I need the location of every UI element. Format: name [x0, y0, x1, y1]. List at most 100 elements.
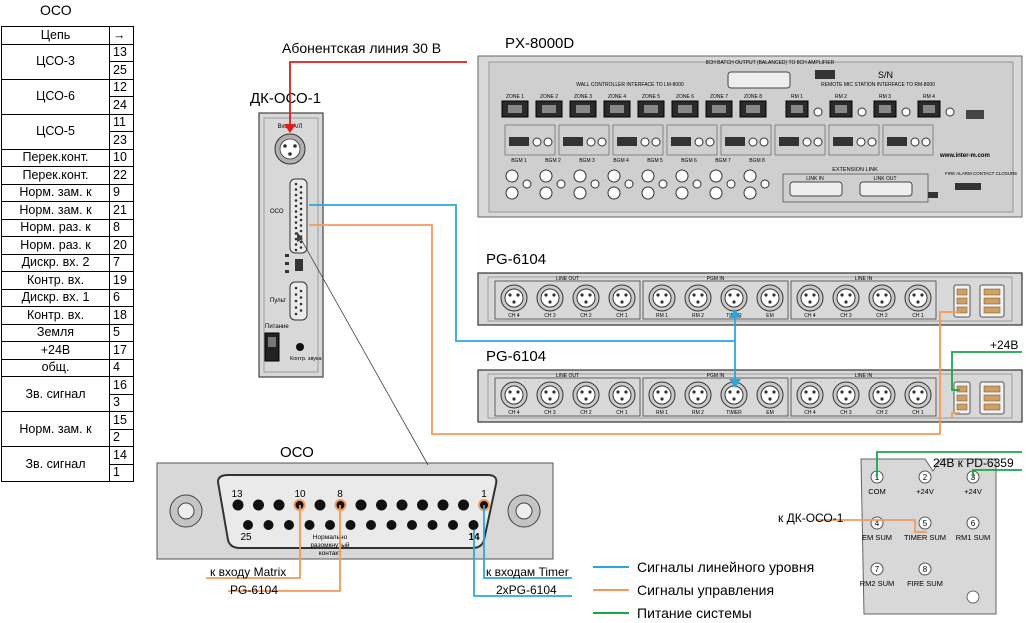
db25-pin: [325, 520, 335, 530]
px-zone-label: ZONE 8: [744, 94, 762, 100]
pg-channel-label: CH 2: [876, 410, 888, 416]
px-zone-label: ZONE 6: [676, 94, 694, 100]
px-output-terminal: [887, 137, 907, 146]
table-cell-pin: 22: [109, 166, 134, 185]
control-wire-pg: [309, 224, 960, 435]
dk-oco-1-device: Вход А/Л ОСО Пульт Питание Контр. звука: [258, 112, 324, 378]
px-power-terminal: [815, 70, 835, 79]
px-bgm-label: BGM 4: [613, 158, 629, 164]
pg-channel-label: CH 4: [508, 313, 520, 319]
px-bgm-label: BGM 2: [545, 158, 561, 164]
pg-channel-label: CH 3: [840, 313, 852, 319]
subscriber-line-arrow: [284, 124, 296, 133]
terminal-screw: [918, 562, 932, 576]
px-rm-label: RM 2: [835, 94, 847, 100]
db25-pin: [376, 499, 387, 511]
table-row: Контр. вх.18: [1, 306, 134, 325]
dk-power-label: Питание: [265, 324, 289, 330]
table-header-row: Цепь→: [1, 26, 134, 45]
to-timer-label: к входам Timer: [486, 565, 569, 579]
px-bgm-jack: [539, 169, 553, 183]
px-website: www.inter-m.com: [939, 153, 990, 159]
px-rm-level-knob: [857, 107, 867, 117]
terminal-mount-hole: [966, 590, 980, 604]
terminal-screw: [918, 516, 932, 530]
control-wire-pg-bottom: [951, 412, 960, 418]
power-wire-24v: [972, 469, 1022, 478]
px-bgm-jack: [675, 169, 689, 183]
table-cell-pin: 19: [109, 271, 134, 290]
pg-channel-label: CH 2: [580, 313, 592, 319]
line-level-wire-dk: [309, 204, 735, 342]
px-extension-link-label: EXTENSION LINK: [832, 167, 878, 173]
terminal-label: FIRE SUM: [907, 579, 943, 588]
terminal-number: 4: [875, 519, 880, 528]
pg-group-label: LINE IN: [855, 373, 873, 379]
pd6359-link-label: 24В к PD-6359: [933, 456, 1014, 470]
legend-label: Сигналы линейного уровня: [637, 559, 814, 575]
px-mode-switch: [928, 192, 938, 198]
subscriber-line-wire: [289, 61, 467, 130]
dk-oco-1-title: ДК-ОСО-1: [250, 90, 321, 107]
oco-connector-title: ОСО: [280, 444, 314, 461]
power-wire-com: [876, 451, 1022, 478]
pg-channel-label: CH 4: [508, 410, 520, 416]
db25-pin: [273, 499, 285, 511]
terminal-label: COM: [868, 487, 886, 496]
px-output-terminal: [833, 137, 853, 146]
db25-pin: [304, 520, 315, 530]
db25-pin: [366, 520, 376, 530]
px-rm-label: RM 3: [879, 94, 891, 100]
db25-pin: [448, 520, 458, 530]
px-link-in-label: LINK IN: [806, 176, 824, 182]
px-output-terminal: [671, 137, 691, 146]
px-bgm-jack: [709, 169, 723, 183]
pg-group-label: LINE IN: [855, 276, 873, 282]
to-matrix-label: к входу Matrix: [210, 565, 286, 579]
table-row: 23: [2, 131, 134, 150]
db25-shell: [216, 474, 498, 549]
table-cell-pin: 21: [109, 201, 134, 220]
timer-wire-2: [473, 530, 572, 597]
pg-channel-label: RM 1: [656, 313, 668, 319]
dk-oco-connector: [289, 178, 308, 254]
table-row: 25: [2, 61, 134, 80]
control-wire-terminal: [816, 519, 927, 533]
db25-pin: [437, 499, 449, 511]
table-cell-circuit: Норм. раз. к: [1, 236, 110, 255]
px-zone-label: ZONE 3: [574, 94, 592, 100]
table-cell-circuit: Перек.конт.: [1, 166, 110, 185]
px-output-terminal: [563, 137, 583, 146]
matrix-wire: [228, 505, 341, 592]
px-output-terminal: [725, 137, 745, 146]
timer-wire: [483, 505, 572, 579]
dk-sound-ctrl-label: Контр. звука: [290, 356, 323, 362]
power-wire-pg: [951, 351, 1022, 391]
table-title: ОСО: [40, 2, 72, 18]
px-rm-level-knob: [945, 107, 955, 117]
px-bgm-label: BGM 6: [681, 158, 697, 164]
db25-pin: [345, 520, 356, 530]
terminal-label: EM SUM: [862, 533, 892, 542]
px-batch-output-connector: [727, 71, 791, 89]
terminal-label: +24V: [964, 487, 982, 496]
px-bgm-jack: [607, 186, 621, 200]
px-batch-output-label: 8CH BATCH OUTPUT (BALANCED) TO 8CH AMPLI…: [706, 60, 835, 66]
table-row: Перек.конт.10: [1, 148, 134, 167]
px-bgm-jack: [505, 186, 519, 200]
px-bgm-jack: [573, 169, 587, 183]
db25-pin-8-label: 8: [337, 489, 343, 500]
pg-channel-label: RM 2: [692, 410, 704, 416]
terminal-screw: [870, 562, 884, 576]
pg-channel-label: CH 2: [876, 313, 888, 319]
px-link-in-connector: [789, 181, 843, 197]
table-cell-circuit: ЦСО-6: [1, 78, 110, 115]
px-zone-label: ZONE 1: [506, 94, 524, 100]
db25-pin: [284, 520, 294, 530]
